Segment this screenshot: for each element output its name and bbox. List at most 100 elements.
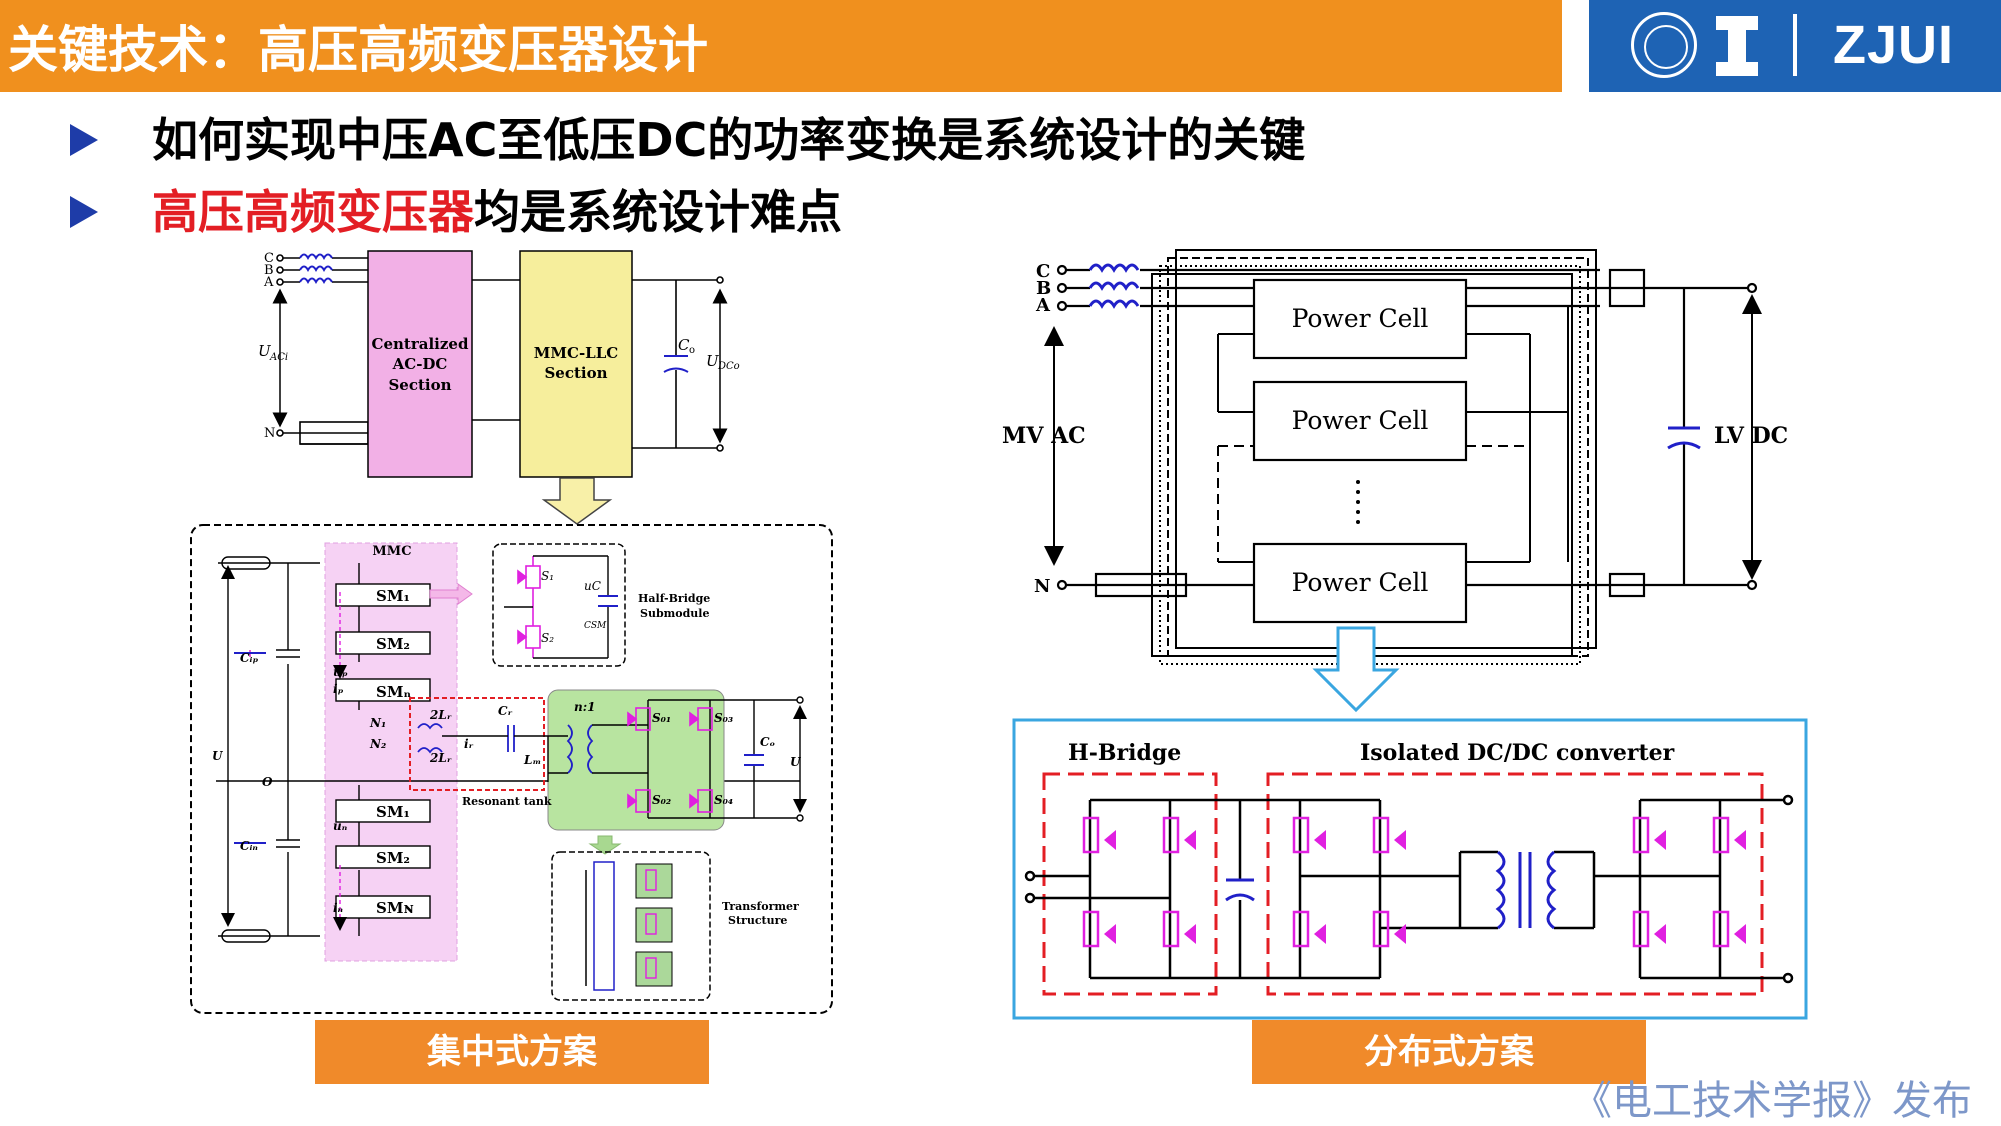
ir-label: iᵣ — [464, 737, 474, 751]
down-arrow-small-icon — [588, 835, 622, 855]
sm-label: SM₁ — [376, 587, 410, 605]
university-seal-icon — [1631, 12, 1697, 78]
switch-label: S₀₃ — [714, 711, 733, 725]
co-label: Cₒ — [760, 735, 775, 749]
n2-label: N₂ — [369, 737, 386, 751]
switch-label: S₀₂ — [652, 793, 671, 807]
co-subscript-top: o — [689, 345, 695, 356]
sm-label: SM₂ — [376, 849, 410, 867]
switch-label: S₀₁ — [652, 711, 671, 725]
footer-publisher: 《电工技术学报》发布 — [1572, 1078, 1972, 1124]
half-bridge-label-2: Submodule — [640, 607, 709, 620]
udc-subscript: DCo — [717, 361, 740, 372]
bullet-2: 高压高频变压器均是系统设计难点 — [70, 176, 842, 242]
mmc-llc-block — [519, 250, 633, 478]
phase-label-b: B — [264, 263, 274, 278]
n1-label: N₁ — [369, 716, 386, 730]
bullet-arrow-icon — [70, 195, 98, 228]
phase-label-a: A — [1035, 295, 1051, 316]
cip-label: Cᵢₚ — [240, 651, 258, 665]
logo-text: ZJUI — [1833, 15, 1955, 75]
switch-label: S₁ — [541, 569, 554, 583]
half-bridge-label-1: Half-Bridge — [638, 592, 710, 605]
transformer-cells — [635, 863, 673, 987]
uac-subscript: ACi — [269, 352, 288, 363]
ratio-label: n:1 — [574, 700, 596, 714]
neutral-label-left: N — [264, 426, 275, 441]
cell-detail-box — [1012, 718, 1808, 1020]
submodules — [335, 583, 431, 919]
lr-label: 2Lᵣ — [429, 708, 452, 722]
switch-label: S₂ — [541, 631, 554, 645]
bullet-2-text: 均是系统设计难点 — [474, 185, 842, 239]
transformer-label-1: Transformer — [722, 900, 799, 913]
mmc-detail-box — [190, 524, 833, 1014]
h-bridge-label: H-Bridge — [1068, 740, 1181, 766]
resonant-tank-box — [409, 697, 545, 791]
mv-ac-label: MV AC — [1002, 423, 1086, 449]
bullet-1-text: 如何实现中压AC至低压DC的功率变换是系统设计的关键 — [152, 113, 1306, 167]
caption-distributed: 分布式方案 — [1252, 1020, 1646, 1084]
switch-label: S₀₄ — [714, 793, 733, 807]
resonant-label: Resonant tank — [462, 795, 552, 808]
phase-labels-left: C B A N — [263, 251, 275, 441]
un-label: uₙ — [333, 819, 348, 833]
up-label: uₚ — [333, 665, 348, 679]
bullet-1: 如何实现中压AC至低压DC的功率变换是系统设计的关键 — [70, 104, 1305, 170]
o-label: O — [262, 775, 273, 789]
inductors-right — [1088, 263, 1701, 450]
block2-line2: Section — [544, 364, 607, 382]
page-title: 关键技术：高压高频变压器设计 — [8, 21, 708, 79]
udco-label: U — [790, 755, 802, 769]
power-cell-label: Power Cell — [1292, 304, 1429, 333]
centralized-scheme-diagram: C B A N U ACi C o U DCo Centralized AC-D… — [190, 250, 833, 1014]
down-arrow-left-icon — [541, 477, 613, 525]
inductors-left — [299, 253, 689, 373]
cin-label: Cᵢₙ — [240, 839, 258, 853]
block2-line1: MMC-LLC — [534, 344, 618, 362]
mmc-label: MMC — [372, 544, 411, 559]
centralized-acdc-block — [367, 250, 473, 478]
block1-line1: Centralized — [372, 335, 469, 353]
ellipsis-dots — [1356, 480, 1360, 524]
h-bridge-box — [1042, 772, 1218, 996]
uc-label: uC — [584, 579, 601, 593]
caption-centralized: 集中式方案 — [315, 1020, 709, 1084]
title-bar: 关键技术：高压高频变压器设计 — [0, 0, 1562, 92]
half-bridge-switches — [517, 556, 541, 658]
phase-label-c: C — [1036, 261, 1050, 282]
bullet-2-highlight: 高压高频变压器 — [152, 185, 474, 239]
phase-label-a: A — [263, 275, 274, 290]
neutral-label-right: N — [1034, 576, 1050, 597]
illinois-i-logo-icon — [1716, 16, 1758, 76]
block1-line2: AC-DC — [392, 355, 448, 373]
igbt-switches — [1082, 816, 1730, 948]
udc-label: U — [706, 352, 720, 370]
sm-label: SM₂ — [376, 635, 410, 653]
cr-label: Cᵣ — [498, 704, 513, 718]
phase-label-c: C — [264, 251, 274, 266]
ip-label: iₚ — [333, 682, 344, 696]
logo-separator — [1793, 14, 1797, 76]
half-bridge-box — [492, 543, 626, 667]
mmc-region — [324, 542, 458, 962]
phase-label-b: B — [1036, 278, 1051, 299]
sm-detail-arrow-icon — [429, 583, 473, 605]
power-cell-label: Power Cell — [1292, 568, 1429, 597]
distributed-scheme-diagram: C B A N MV AC LV DC — [1002, 249, 1808, 1020]
bullet-arrow-icon — [70, 123, 98, 156]
sm-label: SMₙ — [376, 683, 411, 701]
isolation-transformer-icon — [1225, 850, 1557, 930]
transformer-structure-box — [551, 851, 711, 1001]
co-label-top: C — [678, 336, 690, 354]
block1-line3: Section — [388, 376, 451, 394]
down-arrow-right-icon — [1312, 626, 1400, 713]
logo-bar: ZJUI — [1589, 0, 2001, 92]
power-cell-label: Power Cell — [1292, 406, 1429, 435]
udci-label: U — [212, 749, 224, 763]
llc-switches — [627, 707, 713, 813]
dcdc-label: Isolated DC/DC converter — [1360, 740, 1675, 766]
power-cells — [1252, 278, 1468, 624]
transformer-label-2: Structure — [728, 914, 787, 927]
lm-label: Lₘ — [523, 753, 541, 767]
